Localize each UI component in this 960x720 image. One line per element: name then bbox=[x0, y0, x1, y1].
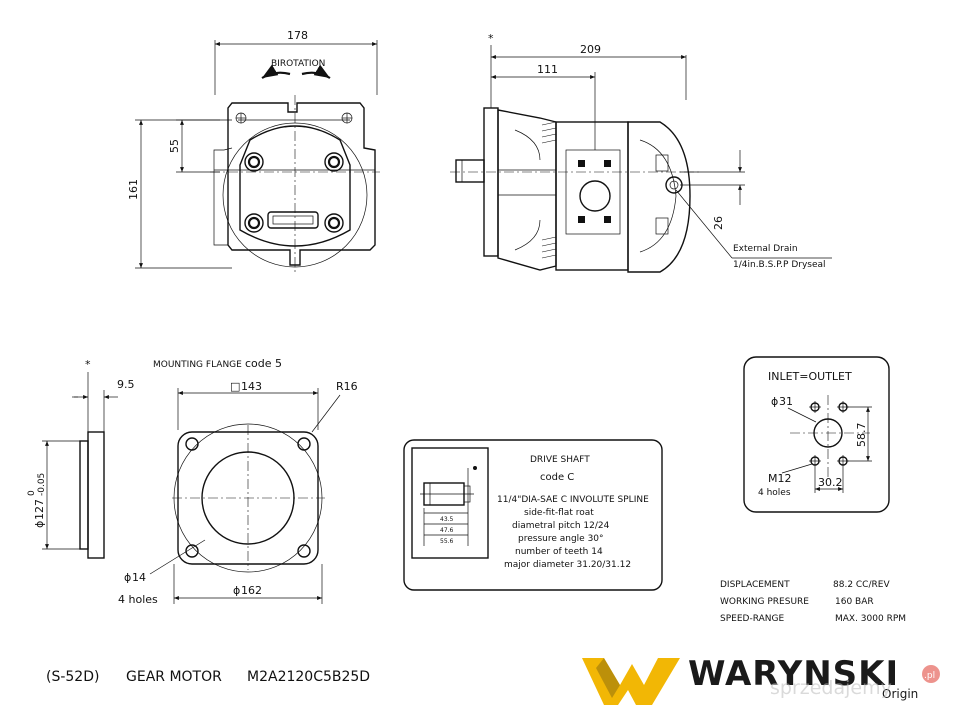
title-code: (S-52D) bbox=[46, 669, 99, 685]
flange-profile: * 9.5 ϕ 127 0 -0.05 bbox=[27, 358, 135, 559]
shaft-spec-line: 11/4"DIA-SAE C INVOLUTE SPLINE bbox=[497, 495, 649, 505]
shaft-spec-line: side-fit-flat roat bbox=[524, 508, 594, 518]
flange-title: MOUNTING FLANGE bbox=[153, 360, 242, 370]
spec-value: 160 BAR bbox=[835, 597, 874, 607]
port-thread: M12 bbox=[768, 472, 792, 485]
shaft-dim: 43.5 bbox=[440, 516, 454, 523]
title-name: GEAR MOTOR bbox=[126, 669, 222, 685]
shaft-spec-line: number of teeth 14 bbox=[515, 547, 603, 557]
side-drain-dim: 26 bbox=[712, 216, 725, 230]
flange-code: code 5 bbox=[245, 357, 282, 370]
watermark-badge-icon bbox=[922, 665, 940, 683]
shaft-spec-line: major diameter 31.20/31.12 bbox=[504, 560, 631, 570]
shaft-title: DRIVE SHAFT bbox=[530, 455, 590, 465]
watermark-text: sprzedajemy bbox=[770, 677, 892, 699]
watermark-suffix: .pl bbox=[924, 671, 935, 681]
brand-sub: Origin bbox=[882, 687, 918, 701]
brand-w-mark-icon bbox=[582, 658, 680, 705]
side-partial-dim: 111 bbox=[537, 63, 558, 76]
flange-bolt-holes bbox=[185, 437, 311, 558]
spec-label: SPEED-RANGE bbox=[720, 614, 784, 624]
watermark: sprzedajemy .pl bbox=[770, 665, 940, 699]
port-dia-symbol: ϕ bbox=[771, 395, 778, 408]
port-holes-count: 4 holes bbox=[758, 488, 791, 498]
bolt-circle-dim: 162 bbox=[241, 584, 262, 597]
side-hatching bbox=[541, 121, 557, 259]
flange-datum-mark: * bbox=[85, 358, 91, 371]
front-view: 178 BIROTATION 161 bbox=[127, 29, 380, 275]
shaft-dim: 55.6 bbox=[440, 538, 454, 545]
side-view: * 209 111 bbox=[450, 32, 832, 273]
drive-shaft-box: DRIVE SHAFT code C 11/4"DIA-SAE C INVOLU… bbox=[403, 439, 663, 591]
port-dim-v: 58.7 bbox=[855, 423, 868, 448]
side-total-dim: 209 bbox=[580, 43, 601, 56]
port-box: INLET=OUTLET ϕ 31 M12 4 holes 30.2 58.7 bbox=[743, 356, 890, 513]
rotation-arrow-left-icon bbox=[261, 64, 291, 79]
flange-square-dim: 143 bbox=[241, 380, 262, 393]
spec-value: 88.2 CC/REV bbox=[833, 580, 890, 590]
shaft-spec-line: diametral pitch 12/24 bbox=[512, 521, 610, 531]
pilot-tol-top: 0 bbox=[27, 490, 37, 496]
hole-dia-dim: 14 bbox=[132, 571, 146, 584]
pilot-dia-dim: 127 bbox=[33, 499, 46, 520]
shaft-code: code C bbox=[540, 472, 574, 483]
pilot-dia-symbol: ϕ bbox=[33, 521, 46, 528]
front-bolt-heads bbox=[244, 152, 344, 233]
flange-radius: R16 bbox=[336, 380, 358, 393]
brand-name: WARYNSKI bbox=[688, 654, 899, 694]
drain-label-2: 1/4in.B.S.P.P Dryseal bbox=[733, 260, 826, 270]
birotation-label: BIROTATION bbox=[271, 59, 325, 69]
hole-count: 4 holes bbox=[118, 593, 158, 606]
side-datum-mark: * bbox=[488, 32, 494, 45]
brand-logo: WARYNSKI Origin bbox=[582, 654, 918, 705]
drawing-title: (S-52D) GEAR MOTOR M2A2120C5B25D bbox=[46, 669, 370, 685]
mounting-flange-view: MOUNTING FLANGE code 5 □ 143 R16 ϕ 14 4 … bbox=[118, 357, 358, 606]
port-holes bbox=[809, 401, 849, 467]
port-dim-h: 30.2 bbox=[818, 476, 843, 489]
spec-table: DISPLACEMENT 88.2 CC/REV WORKING PRESURE… bbox=[720, 580, 906, 624]
port-title: INLET=OUTLET bbox=[768, 370, 852, 383]
bolt-circle-symbol: ϕ bbox=[233, 584, 240, 597]
pilot-tol-bottom: -0.05 bbox=[37, 473, 47, 496]
rotation-arrow-right-icon bbox=[301, 64, 331, 79]
spec-label: WORKING PRESURE bbox=[720, 597, 809, 607]
front-width-dim: 178 bbox=[287, 29, 308, 42]
spec-value: MAX. 3000 RPM bbox=[835, 614, 906, 624]
drain-label-1: External Drain bbox=[733, 244, 798, 254]
spec-label: DISPLACEMENT bbox=[720, 580, 790, 590]
shaft-spec-line: pressure angle 30° bbox=[518, 534, 604, 544]
hole-dia-symbol: ϕ bbox=[124, 571, 131, 584]
front-height-dim: 161 bbox=[127, 179, 140, 200]
flange-square-symbol: □ bbox=[230, 380, 240, 393]
shaft-dim: 47.6 bbox=[440, 527, 454, 534]
front-offset-dim: 55 bbox=[168, 139, 181, 153]
flange-thickness-dim: 9.5 bbox=[117, 378, 135, 391]
title-model: M2A2120C5B25D bbox=[247, 669, 370, 685]
port-dia: 31 bbox=[779, 395, 793, 408]
